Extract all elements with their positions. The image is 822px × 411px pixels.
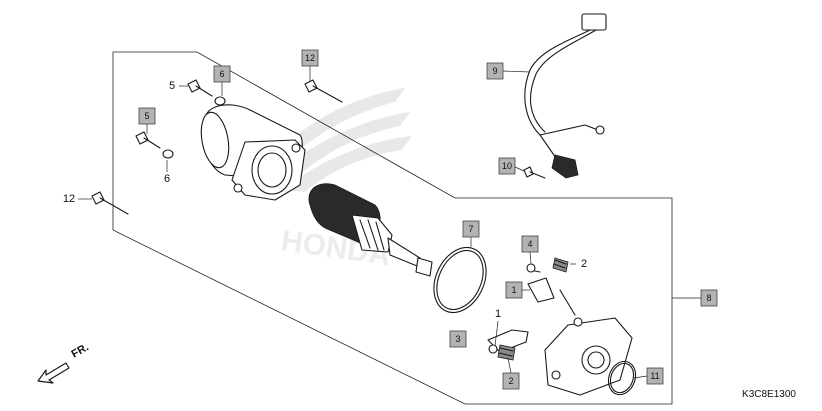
bolt-12-upper [304,79,343,103]
bolt-5-upper [187,79,213,97]
svg-text:12: 12 [305,53,315,63]
leader-lines [78,66,648,379]
motor-housing [200,104,306,201]
washer-6-upper [214,96,226,106]
callout-12-upper: 12 [301,49,319,67]
callout-4: 4 [521,235,539,253]
bolt-5-lower [135,131,161,149]
callout-6-lower: 6 [164,173,170,185]
callout-10: 10 [498,157,516,175]
svg-text:3: 3 [455,334,460,344]
callout-2-plain: 2 [581,258,587,270]
callout-11: 11 [646,367,664,385]
callout-3: 3 [449,330,467,348]
callout-7: 7 [462,220,480,238]
callout-5-upper: 5 [169,80,175,92]
armature [308,183,433,277]
front-arrow-icon [37,362,70,384]
front-label: FR. [70,341,91,360]
bolt-12-lower [91,191,129,215]
callout-5-lower: 5 [138,107,156,125]
svg-text:2: 2 [508,376,513,386]
callout-8: 8 [700,289,718,307]
callout-12-lower: 12 [63,193,75,205]
o-ring-7 [433,247,487,313]
o-ring-11 [607,360,637,396]
svg-text:7: 7 [468,224,473,234]
svg-text:1: 1 [511,285,516,295]
callout-1-plain: 1 [495,308,501,320]
svg-text:5: 5 [144,111,149,121]
assembly-frame [112,51,673,405]
starter-cable [524,13,607,179]
front-direction-indicator: FR. [37,341,91,384]
svg-text:4: 4 [527,239,532,249]
svg-text:6: 6 [219,69,224,79]
callout-6-upper: 6 [213,65,231,83]
diagram-code: K3C8E1300 [742,389,796,400]
callout-9: 9 [486,62,504,80]
washer-6-lower [162,149,174,159]
svg-text:10: 10 [502,161,512,171]
end-cover [544,289,633,396]
svg-text:9: 9 [492,66,497,76]
svg-text:11: 11 [650,371,659,381]
callout-1-box: 1 [505,281,523,299]
svg-text:8: 8 [706,293,711,303]
bolt-10 [523,166,546,179]
callout-2-box: 2 [502,372,520,390]
